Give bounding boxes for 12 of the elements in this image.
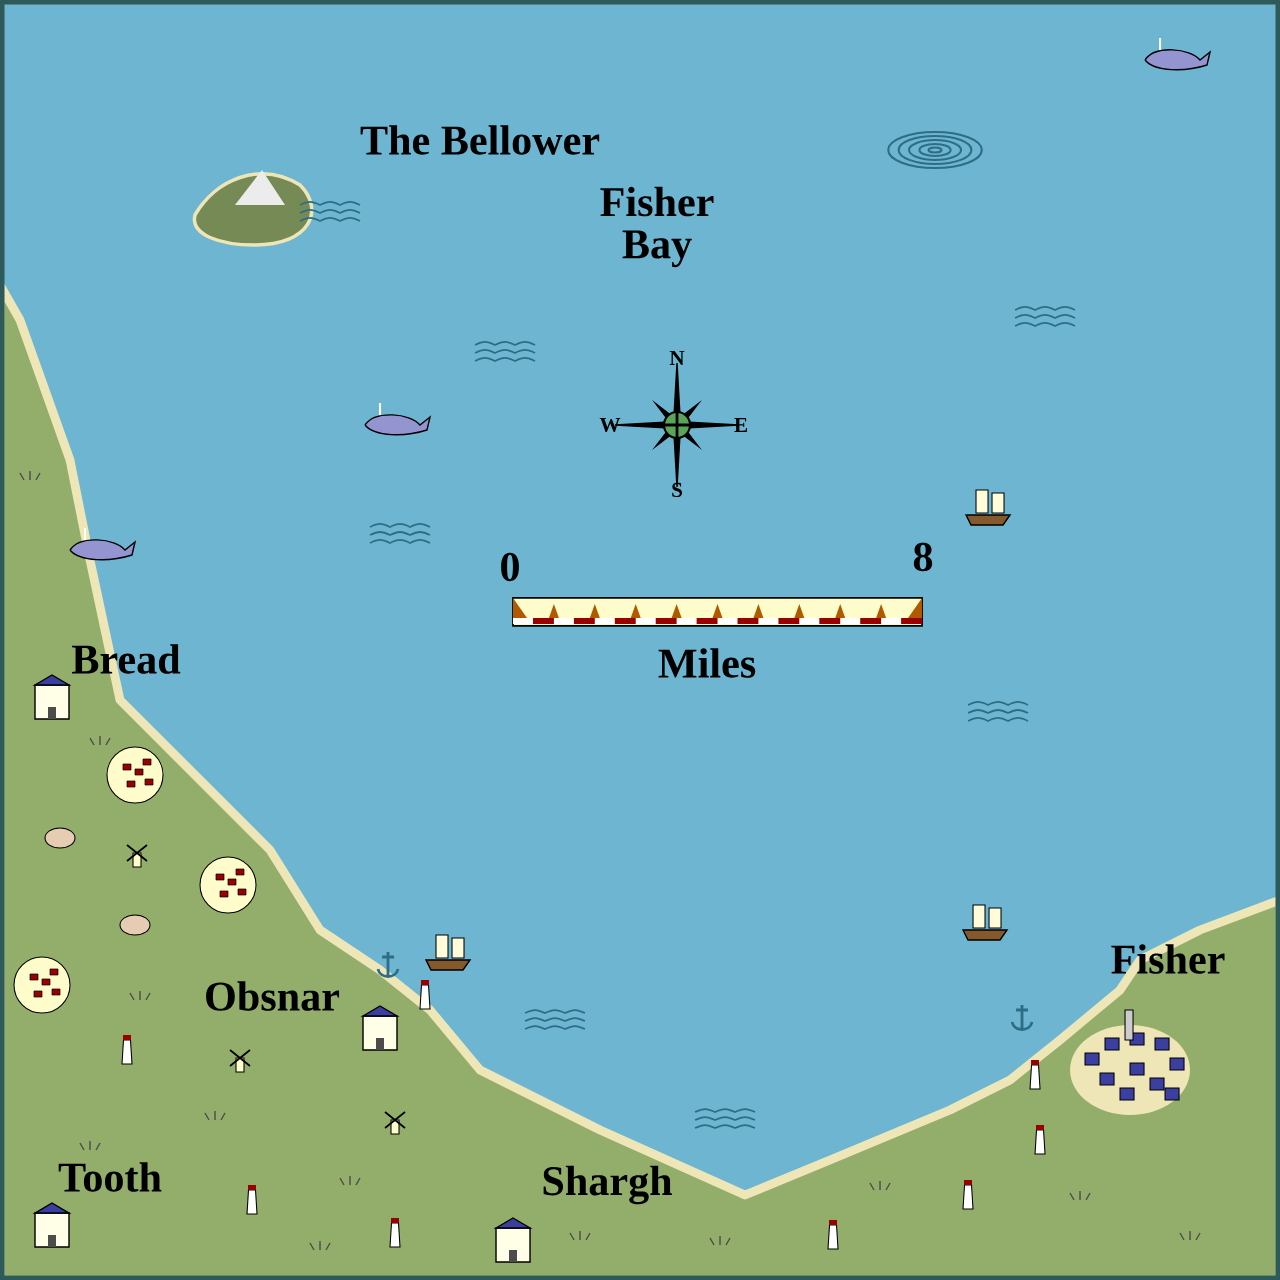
compass-letter: E (734, 418, 747, 432)
scale-label: Miles (658, 648, 756, 678)
map-label: Obsnar (206, 981, 340, 1011)
compass-letter: S (672, 482, 682, 498)
map-label: Tooth (58, 1162, 162, 1192)
compass-letter: N (669, 351, 685, 365)
map-label: Fisher Bay (600, 186, 714, 268)
compass-letter: W (599, 417, 621, 433)
map-label: Shargh (543, 1165, 672, 1205)
scale-number: 8 (913, 542, 933, 572)
map-label: The Bellower (360, 125, 600, 155)
scale-number: 0 (501, 552, 519, 582)
